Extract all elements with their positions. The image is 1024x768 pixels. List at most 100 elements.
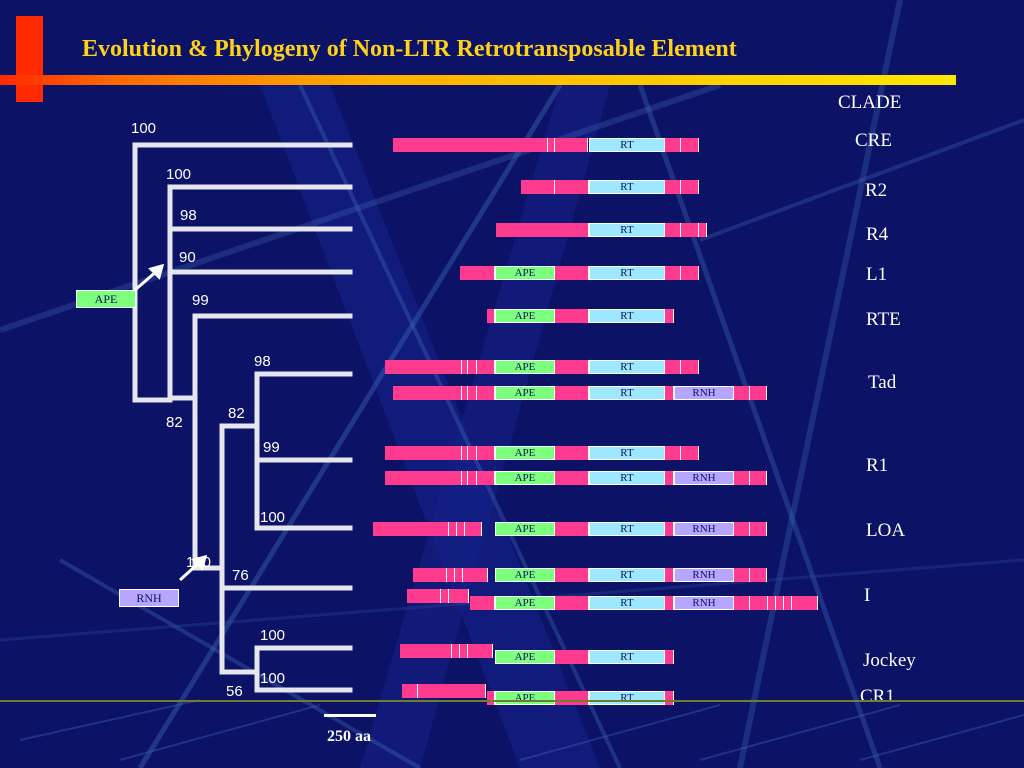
domain-segment <box>449 589 469 603</box>
domain-segment <box>681 266 699 280</box>
domain-segment <box>665 223 681 237</box>
scale-bar <box>324 714 376 717</box>
domain-segment <box>449 522 457 536</box>
clade-label: RTE <box>866 309 901 330</box>
domain-segment <box>468 446 477 460</box>
domain-segment <box>460 266 495 280</box>
rnh-gain-tag: RNH <box>119 589 179 607</box>
ape-domain: APE <box>495 446 555 460</box>
domain-segment <box>373 522 449 536</box>
domain-segment <box>681 360 699 374</box>
rt-domain: RT <box>589 386 665 400</box>
clade-label: I <box>864 585 871 606</box>
bootstrap-value: 82 <box>228 405 245 422</box>
domain-segment <box>665 568 674 582</box>
domain-segment <box>734 386 750 400</box>
clade-header: CLADE <box>838 92 902 113</box>
domain-segment <box>477 360 495 374</box>
domain-segment <box>665 446 681 460</box>
domain-segment <box>555 596 589 610</box>
rt-domain: RT <box>589 266 665 280</box>
ape-gain-tag: APE <box>76 290 136 308</box>
domain-segment <box>665 180 681 194</box>
domain-segment <box>548 138 555 152</box>
bootstrap-value: 99 <box>192 292 209 309</box>
clade-label: LOA <box>866 520 906 541</box>
domain-segment <box>468 644 493 658</box>
ape-domain: APE <box>495 360 555 374</box>
domain-segment <box>468 386 477 400</box>
domain-segment <box>734 596 750 610</box>
rt-domain: RT <box>589 446 665 460</box>
domain-segment <box>665 650 674 664</box>
domain-segment <box>407 589 441 603</box>
rt-domain: RT <box>589 180 665 194</box>
domain-segment <box>734 471 750 485</box>
ape-domain: APE <box>495 596 555 610</box>
bootstrap-value: 100 <box>260 509 286 526</box>
domain-segment <box>455 568 463 582</box>
domain-segment <box>681 223 699 237</box>
domain-segment <box>555 138 588 152</box>
rt-domain: RT <box>589 650 665 664</box>
domain-segment <box>477 386 495 400</box>
domain-segment <box>555 471 589 485</box>
domain-segment <box>734 522 750 536</box>
domain-segment <box>462 446 468 460</box>
domain-segment <box>447 568 455 582</box>
bootstrap-value: 100 <box>131 120 157 137</box>
rt-domain: RT <box>589 360 665 374</box>
domain-segment <box>385 446 462 460</box>
domain-segment <box>555 691 589 705</box>
domain-segment <box>487 309 495 323</box>
domain-segment <box>665 691 674 705</box>
ape-domain: APE <box>495 650 555 664</box>
clade-label: CRE <box>855 130 892 151</box>
domain-segment <box>460 644 468 658</box>
domain-segment <box>784 596 792 610</box>
domain-segment <box>462 360 468 374</box>
domain-segment <box>462 386 468 400</box>
gain-arrow-head <box>191 554 208 571</box>
bootstrap-value: 100 <box>186 554 212 571</box>
domain-segment <box>665 596 674 610</box>
rnh-domain: RNH <box>674 596 734 610</box>
clade-label: Tad <box>868 372 897 393</box>
domain-segment <box>555 650 589 664</box>
domain-segment <box>555 568 589 582</box>
domain-segment <box>665 309 674 323</box>
rt-domain: RT <box>589 596 665 610</box>
clade-label: R1 <box>866 455 889 476</box>
domain-segment <box>555 446 589 460</box>
domain-segment <box>750 568 767 582</box>
domain-segment <box>462 471 468 485</box>
scale-label: 250 aa <box>327 728 371 745</box>
domain-segment <box>555 522 589 536</box>
domain-segment <box>750 596 768 610</box>
ape-domain: APE <box>495 522 555 536</box>
header-red-block <box>16 16 43 102</box>
domain-segment <box>521 180 555 194</box>
domain-segment <box>465 522 482 536</box>
domain-segment <box>468 360 477 374</box>
domain-segment <box>457 522 465 536</box>
bootstrap-value: 98 <box>180 207 197 224</box>
domain-segment <box>555 386 589 400</box>
page-title: Evolution & Phylogeny of Non-LTR Retrotr… <box>82 36 737 62</box>
baseline <box>0 700 1024 702</box>
domain-segment <box>418 684 486 698</box>
domain-segment <box>555 180 589 194</box>
domain-segment <box>400 644 452 658</box>
clade-label: L1 <box>866 264 888 285</box>
domain-segment <box>385 471 462 485</box>
bootstrap-value: 98 <box>254 353 271 370</box>
rt-domain: RT <box>589 223 665 237</box>
bootstrap-value: 99 <box>263 439 280 456</box>
domain-segment <box>734 568 750 582</box>
bootstrap-value: 100 <box>260 627 286 644</box>
domain-segment <box>555 360 589 374</box>
domain-segment <box>441 589 449 603</box>
domain-segment <box>665 138 681 152</box>
bootstrap-value: 100 <box>260 670 286 687</box>
